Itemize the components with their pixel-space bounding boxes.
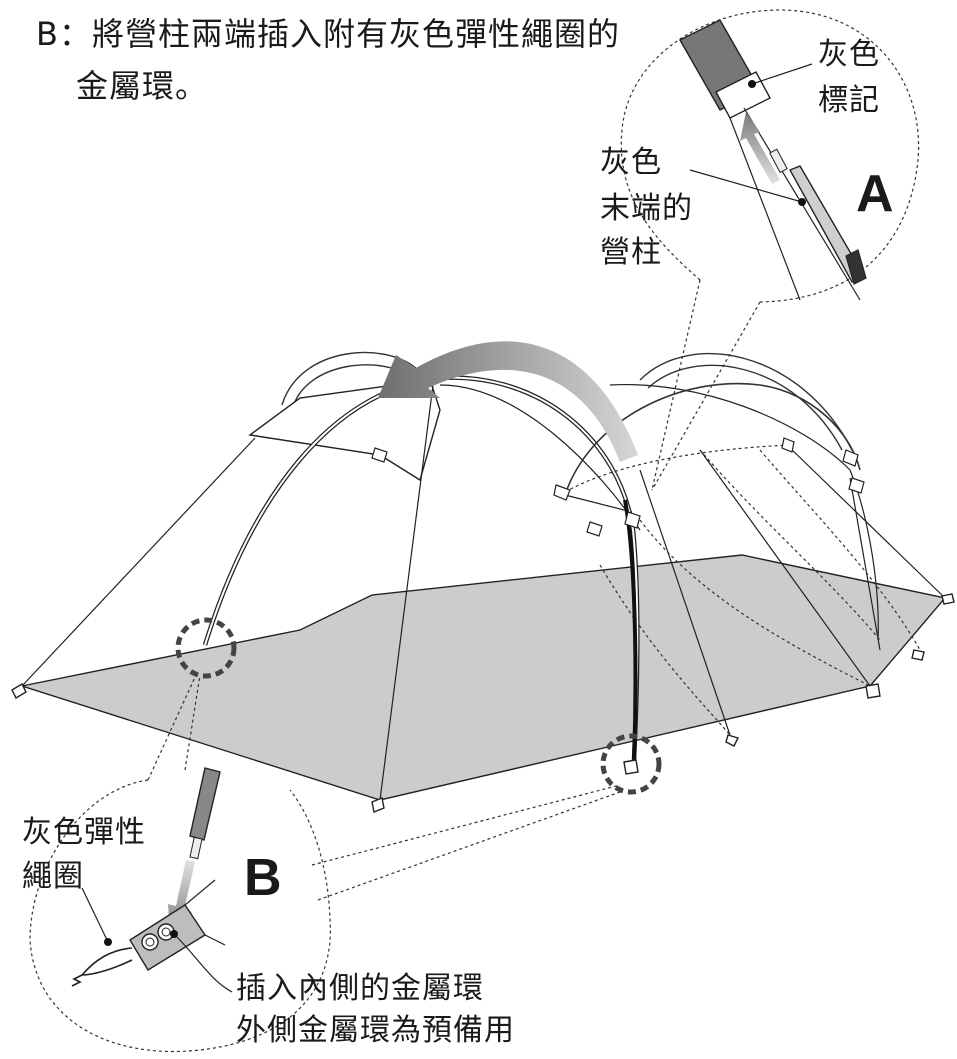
pole-clips bbox=[371, 437, 865, 537]
tent-stakes bbox=[11, 593, 955, 813]
elastic-cord-label-2: 繩圈 bbox=[22, 859, 84, 894]
tent-floor bbox=[19, 554, 947, 801]
guy-lines bbox=[21, 383, 946, 801]
bend-direction-arrow bbox=[378, 341, 638, 462]
callout-b-letter: B bbox=[244, 849, 282, 907]
callout-a bbox=[620, 9, 920, 491]
callout-a-letter: A bbox=[856, 165, 894, 223]
gray-end-pole-label-1: 灰色 bbox=[600, 145, 662, 180]
instruction-line-2: 金屬環。 bbox=[76, 67, 209, 105]
gray-end-pole-label-2: 末端的 bbox=[600, 191, 693, 226]
gray-mark-label-2: 標記 bbox=[818, 83, 880, 118]
inner-ring-label: 插入內側的金屬環 bbox=[236, 971, 484, 1006]
second-arch bbox=[564, 382, 861, 496]
highlight-circle-right bbox=[600, 733, 662, 795]
gray-end-pole-label-3: 營柱 bbox=[600, 235, 662, 270]
instruction-line-1: B：將營柱兩端插入附有灰色彈性繩圈的 bbox=[36, 15, 620, 53]
spare-ring-label: 外側金屬環為預備用 bbox=[236, 1013, 515, 1048]
callout-b bbox=[29, 674, 621, 1053]
highlight-circle-left bbox=[175, 617, 237, 679]
hidden-pole-lines bbox=[559, 444, 921, 736]
gray-mark-label-1: 灰色 bbox=[818, 37, 880, 72]
elastic-cord-label-1: 灰色彈性 bbox=[22, 815, 146, 850]
